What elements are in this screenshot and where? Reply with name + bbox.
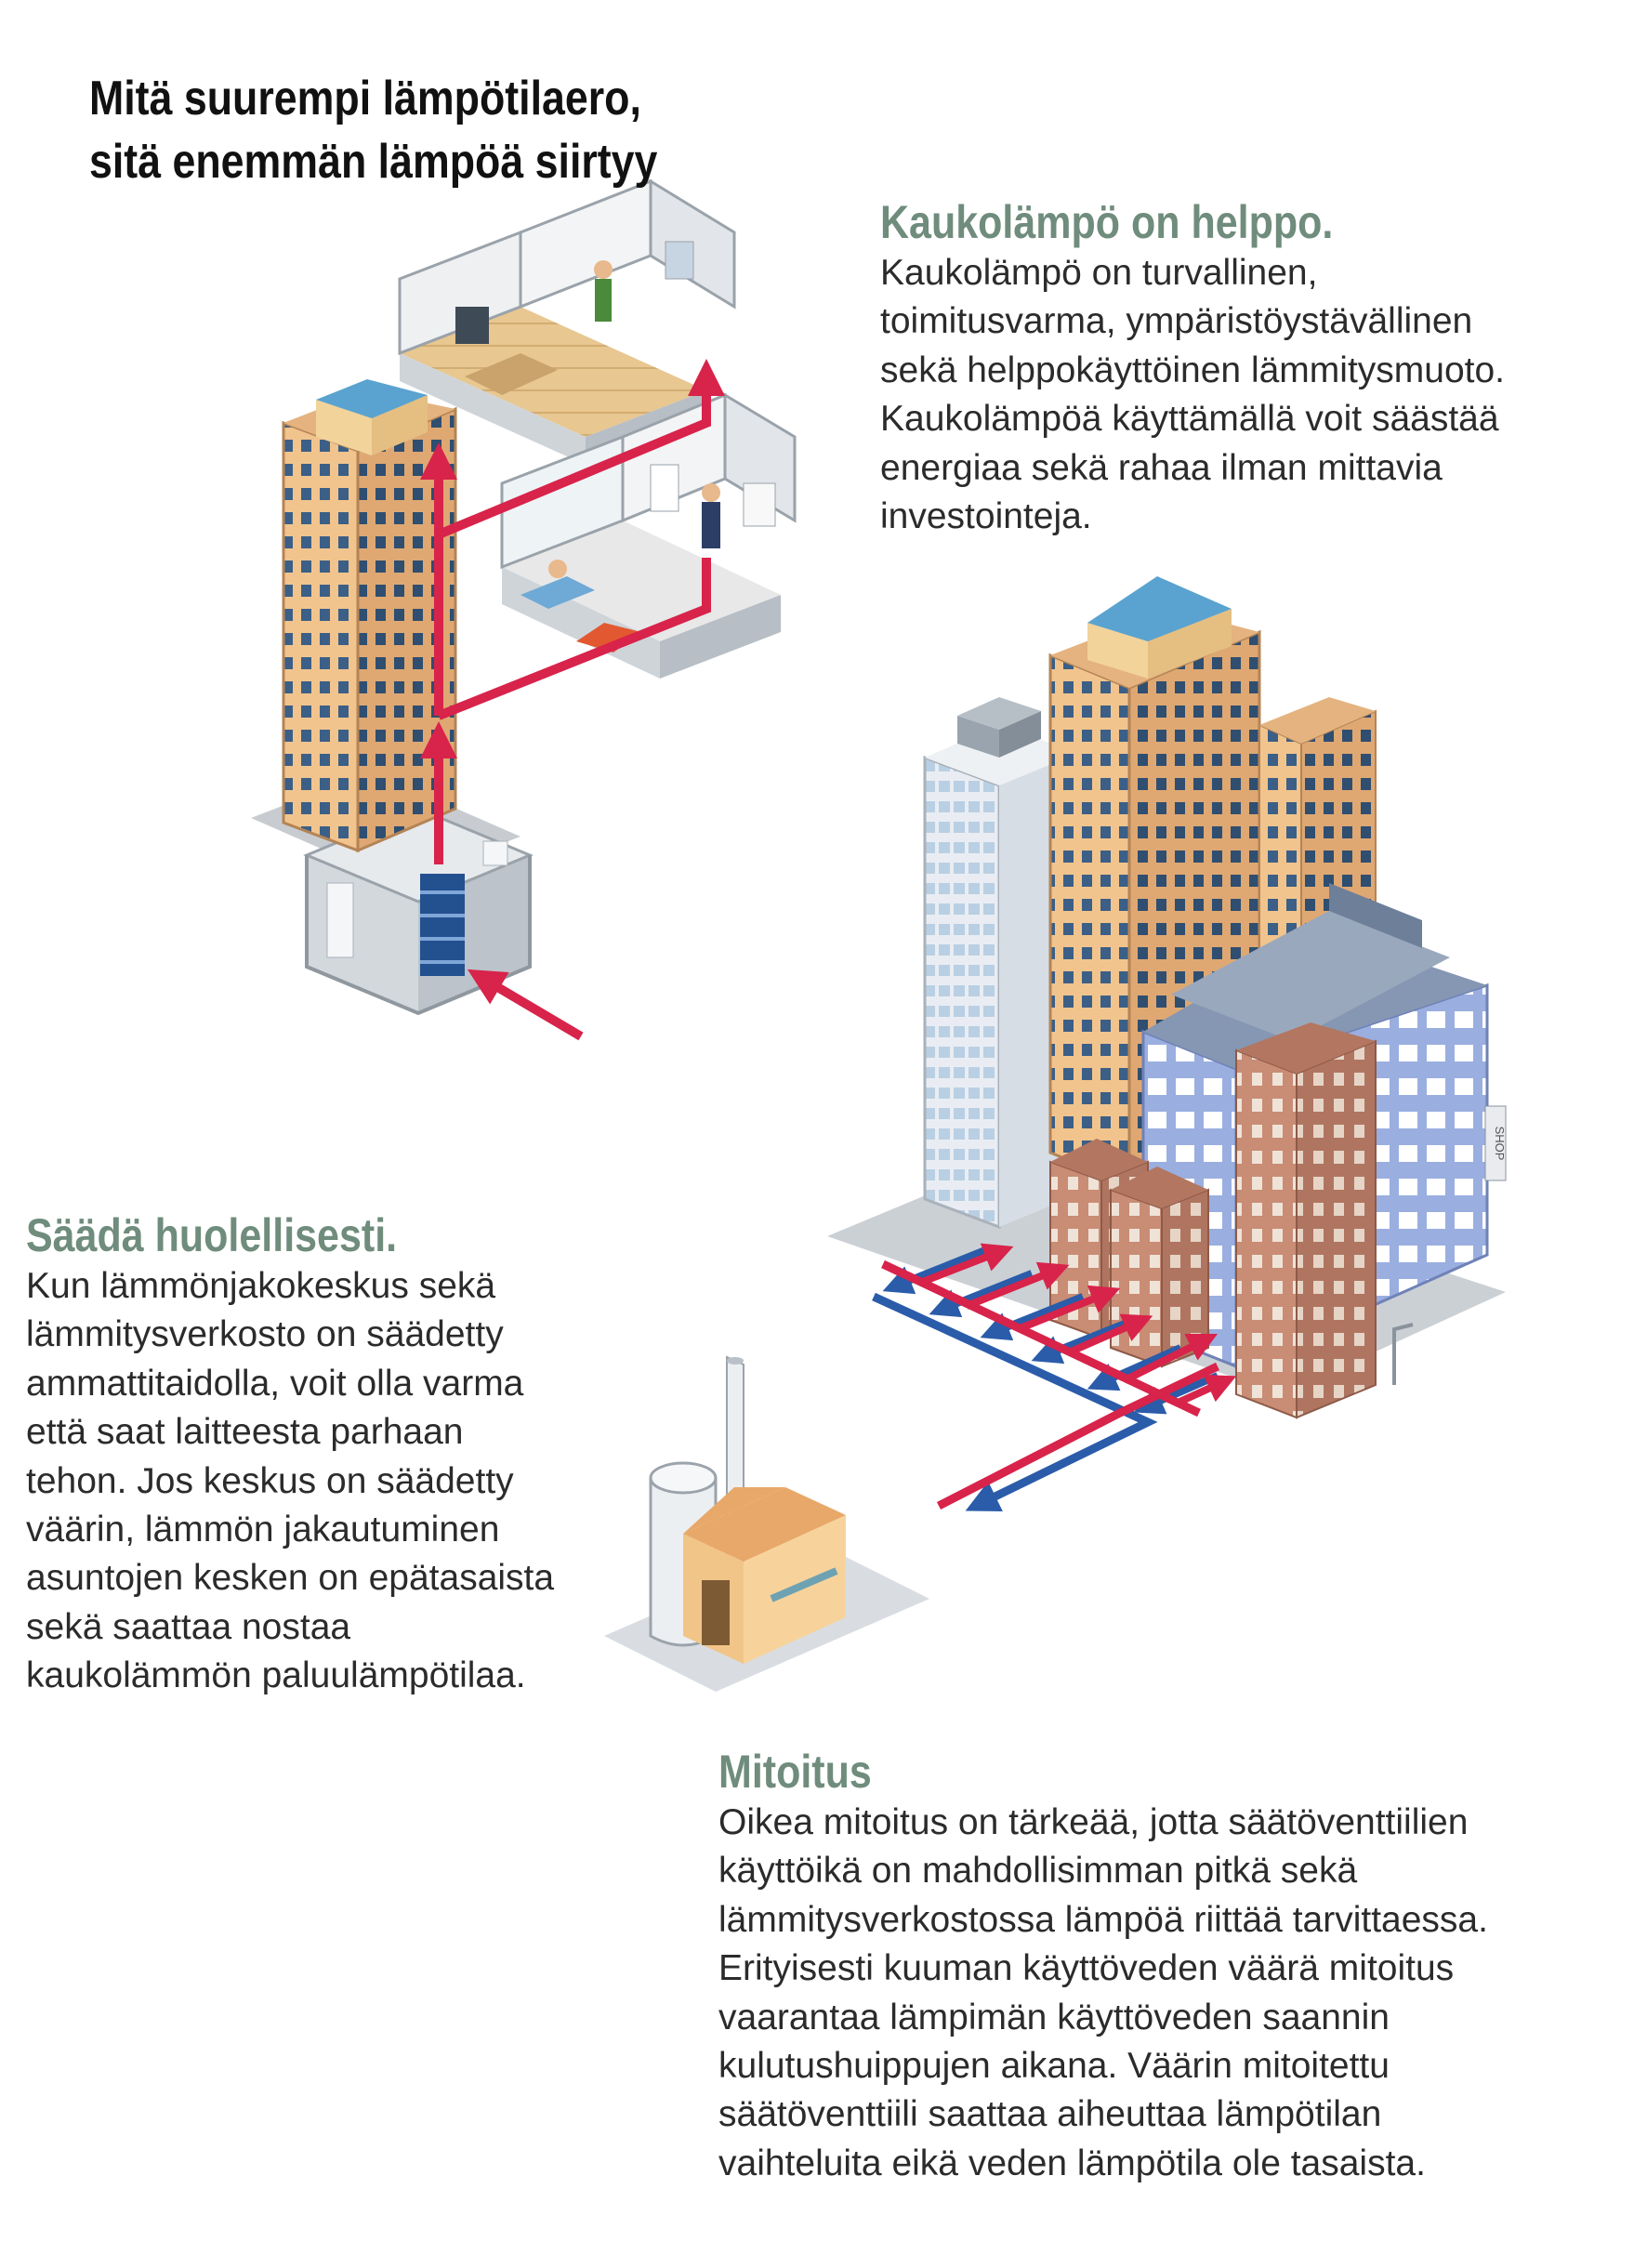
residential-tower (1048, 576, 1261, 1188)
body-line: Erityisesti kuuman käyttöveden väärä mit… (718, 1948, 1455, 1989)
title-line-1: Mitä suurempi lämpötilaero, (89, 72, 641, 125)
body-line: kaukolämmön paluulämpötilaa. (26, 1655, 526, 1696)
shop-sign: SHOP (1493, 1127, 1507, 1161)
body-line: sekä saattaa nostaa (26, 1606, 351, 1647)
heating-plant (604, 1355, 929, 1692)
body-line: investointeja. (880, 496, 1092, 537)
body-line: tehon. Jos keskus on säädetty (26, 1460, 514, 1501)
body-line: asuntojen kesken on epätasaista (26, 1558, 555, 1599)
page-title: Mitä suurempi lämpötilaero, sitä enemmän… (89, 67, 657, 193)
body-line: lämmitysverkostossa lämpöä riittää tarvi… (718, 1899, 1488, 1940)
body-line: Kaukolämpö on turvallinen, (880, 253, 1318, 293)
section-heading: Kaukolämpö on helppo. (880, 196, 1334, 248)
section-easy-district-heating: Kaukolämpö on helppo. Kaukolämpö on turv… (880, 195, 1505, 541)
section-adjust-carefully: Säädä huolellisesti. Kun lämmönjakokesku… (26, 1208, 554, 1701)
body-line: energiaa sekä rahaa ilman mittavia (880, 447, 1443, 488)
tv-icon (455, 307, 489, 344)
body-line: väärin, lämmön jakautuminen (26, 1510, 500, 1550)
body-line: että saat laitteesta parhaan (26, 1412, 464, 1453)
section-dimensioning: Mitoitus Oikea mitoitus on tärkeää, jott… (718, 1745, 1488, 2188)
body-line: vaarantaa lämpimän käyttöveden saannin (718, 1997, 1390, 2037)
section-heading: Mitoitus (718, 1746, 872, 1798)
body-line: toimitusvarma, ympäristöystävällinen (880, 301, 1473, 342)
apartment-cutaway (398, 178, 797, 679)
body-line: käyttöikä on mahdollisimman pitkä sekä (718, 1851, 1358, 1892)
body-line: Oikea mitoitus on tärkeää, jotta säätöve… (718, 1802, 1469, 1842)
body-line: lämmitysverkosto on säädetty (26, 1314, 504, 1355)
building-supply-pipes (420, 358, 725, 1041)
body-line: Kaukolämpöä käyttämällä voit säästää (880, 399, 1499, 440)
rooftop-room (316, 379, 428, 418)
substation-room (303, 807, 534, 1016)
body-line: ammattitaidolla, voit olla varma (26, 1363, 524, 1404)
section-body: Kaukolämpö on turvallinen, toimitusvarma… (880, 249, 1505, 541)
body-line: sekä helppokäyttöinen lämmitysmuoto. (880, 349, 1506, 390)
residential-building-group (251, 178, 797, 1041)
title-line-2: sitä enemmän lämpöä siirtyy (89, 135, 658, 189)
district-heating-network (872, 1243, 1237, 1511)
bathtub-icon (520, 576, 595, 609)
body-line: säätöventtiili saattaa aiheuttaa lämpöti… (718, 2094, 1382, 2135)
city-block-group: SHOP (827, 576, 1507, 1419)
section-body: Kun lämmönjakokeskus sekä lämmitysverkos… (26, 1262, 554, 1701)
section-heading: Säädä huolellisesti. (26, 1209, 398, 1261)
body-line: Kun lämmönjakokeskus sekä (26, 1266, 496, 1306)
section-body: Oikea mitoitus on tärkeää, jotta säätöve… (718, 1799, 1488, 2188)
body-line: kulutushuippujen aikana. Väärin mitoitet… (718, 2046, 1390, 2087)
body-line: vaihteluita eikä veden lämpötila ole tas… (718, 2143, 1426, 2183)
